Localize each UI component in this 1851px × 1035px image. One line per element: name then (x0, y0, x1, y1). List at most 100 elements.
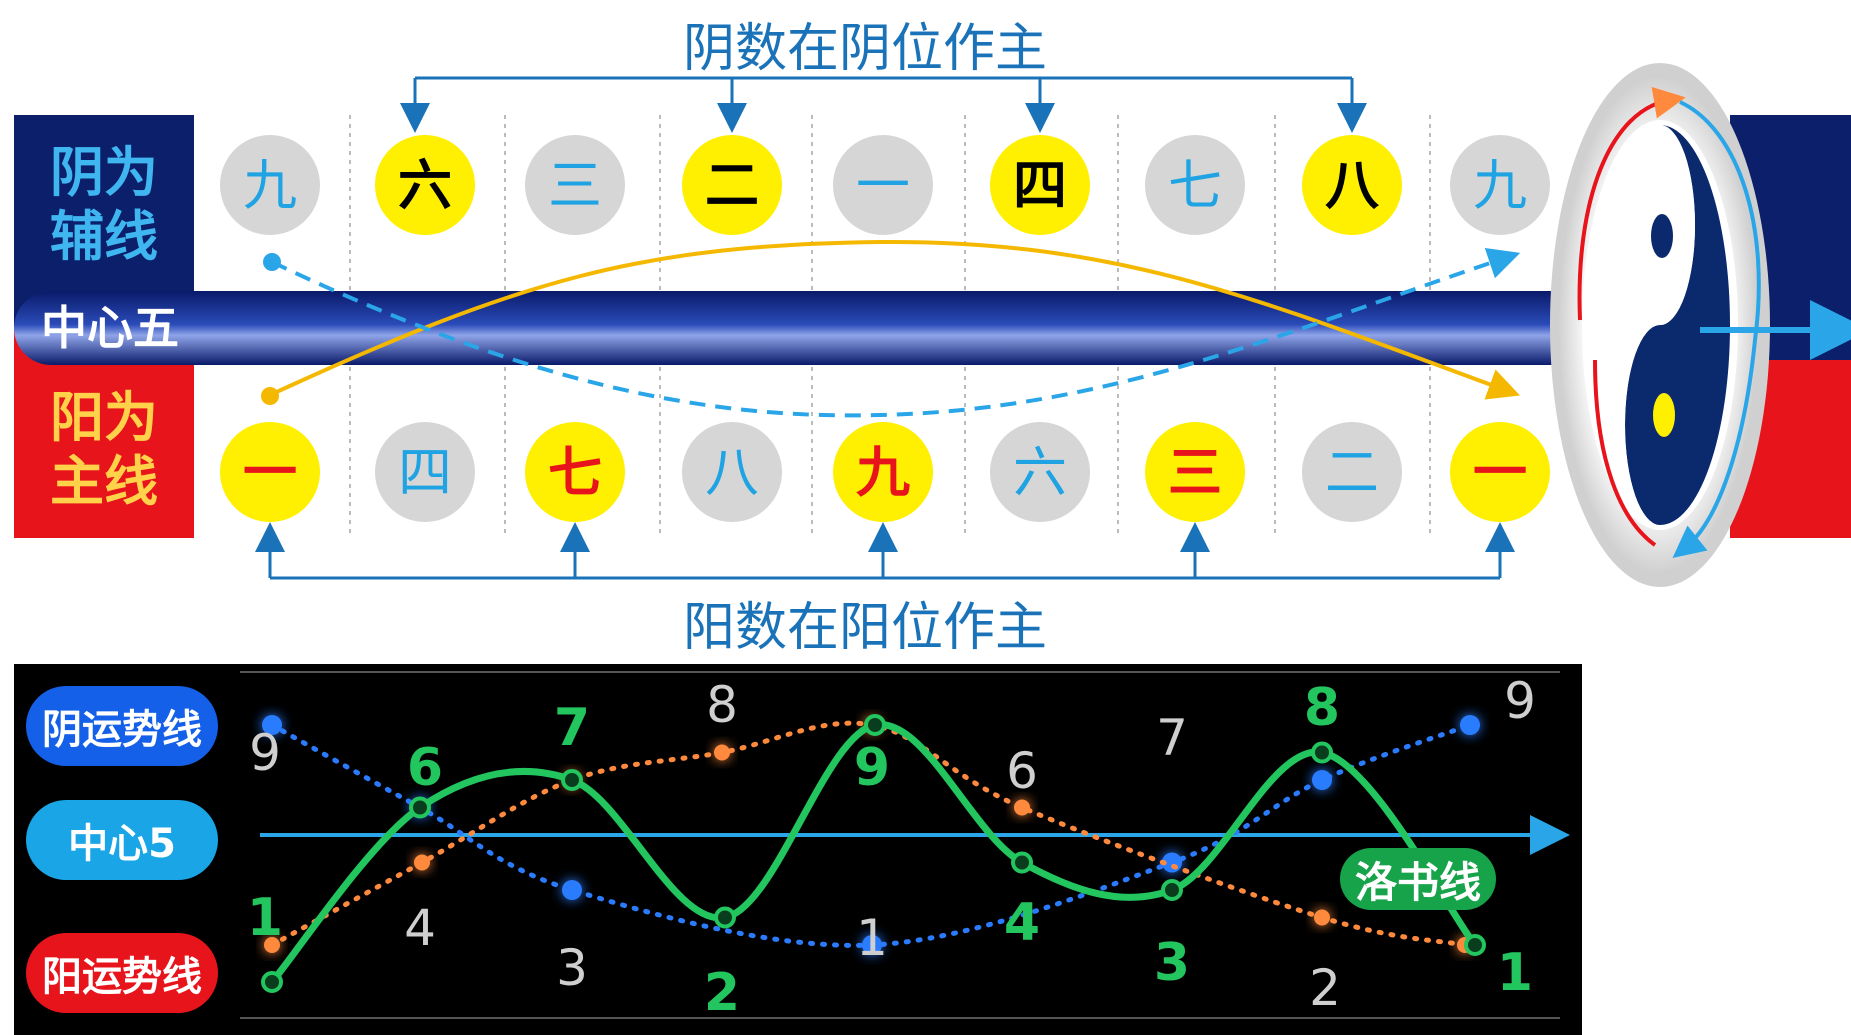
yin-eye (1651, 214, 1673, 258)
yang-trend-point (1314, 909, 1330, 926)
yin-aux-label: 阴为 辅线 (50, 141, 158, 268)
bottom-row-numeral: 三 (1168, 441, 1222, 504)
column-separators (349, 115, 1431, 538)
luoshu-point (409, 796, 431, 819)
top-row-circle (990, 135, 1090, 235)
bottom-row-cell: 三 (1145, 422, 1245, 522)
yang-main-label: 阳为 主线 (50, 386, 158, 513)
bottom-row-circle (1145, 422, 1245, 522)
yang-trend-point (414, 854, 430, 871)
top-row-cell: 九 (1450, 135, 1550, 235)
yang-trend-line (269, 720, 1468, 948)
top-row-circle (220, 135, 320, 235)
top-row-numeral: 一 (856, 154, 910, 217)
yang-curve-start-dot (261, 387, 279, 405)
yin-trend-label: 1 (856, 909, 888, 967)
yang-trend-point (264, 937, 280, 953)
luoshu-label: 9 (854, 738, 890, 798)
yin-aux-curve (271, 247, 1521, 418)
bottom-arrow-bracket (255, 522, 1515, 580)
bottom-row-circle (1450, 422, 1550, 522)
yang-main-curve (269, 239, 1521, 400)
bottom-row-numeral: 一 (243, 441, 297, 504)
top-row-circle (525, 135, 625, 235)
bottom-row-numeral: 八 (705, 441, 759, 504)
luoshu-point (1311, 741, 1333, 764)
top-row-circle (1302, 135, 1402, 235)
luoshu-point (714, 906, 736, 929)
luoshu-label: 3 (1154, 933, 1190, 993)
luoshu-label: 2 (704, 963, 740, 1023)
luoshu-point (261, 971, 283, 993)
yin-trend-point (1460, 715, 1480, 735)
luoshu-label: 7 (554, 698, 590, 758)
top-arrow-bracket (400, 76, 1367, 133)
yang-eye (1653, 393, 1675, 437)
top-row-numeral: 九 (1473, 154, 1527, 217)
luoshu-point (1011, 851, 1033, 874)
yin-trend-label: 9 (1504, 672, 1536, 730)
yin-trend-point (262, 715, 282, 735)
bottom-row-cell: 八 (682, 422, 782, 522)
top-row-numeral: 三 (548, 154, 602, 217)
top-row-cell: 一 (833, 135, 933, 235)
top-row-numeral: 七 (1168, 154, 1222, 217)
bottom-row-cell: 九 (833, 422, 933, 522)
center-tube (14, 291, 1662, 365)
yang-trend-point (1014, 799, 1030, 816)
luoshu-label: 4 (1004, 893, 1040, 953)
yang-trend-label: 2 (1309, 959, 1341, 1017)
bottom-row-cell: 六 (990, 422, 1090, 522)
top-row: 九六三二一四七八九 (220, 135, 1550, 235)
yang-trend-label: 4 (404, 899, 436, 957)
bottom-row-cell: 七 (525, 422, 625, 522)
chart-panel (14, 664, 1582, 1035)
top-row-numeral: 二 (705, 154, 759, 217)
luoshu-label: 1 (247, 888, 283, 948)
yin-trend-point (562, 880, 582, 900)
bottom-row: 一四七八九六三二一 (220, 422, 1550, 522)
luoshu-line-tag: 洛书线 (1340, 848, 1496, 910)
top-row-cell: 二 (682, 135, 782, 235)
bottom-row-circle (682, 422, 782, 522)
top-row-circle (1145, 135, 1245, 235)
top-row-numeral: 六 (398, 154, 452, 217)
yin-trend-label: 7 (1156, 709, 1188, 767)
legend-yin-pill: 阴运势线 (26, 686, 218, 766)
luoshu-point (561, 769, 583, 791)
bottom-row-cell: 一 (220, 422, 320, 522)
yang-trend-point (714, 744, 730, 761)
top-caption: 阴数在阴位作主 (682, 19, 1047, 79)
luoshu-point (864, 714, 886, 736)
bottom-row-numeral: 四 (398, 441, 452, 504)
yang-trend-label: 6 (1006, 742, 1038, 800)
top-row-cell: 六 (375, 135, 475, 235)
bottom-row-circle (375, 422, 475, 522)
top-row-cell: 九 (220, 135, 320, 235)
taiji-ring (1550, 63, 1851, 587)
legend-center-pill: 中心5 (26, 800, 218, 880)
bottom-row-numeral: 一 (1473, 441, 1527, 504)
top-row-cell: 四 (990, 135, 1090, 235)
luoshu-label: 8 (1304, 678, 1340, 738)
top-row-circle (375, 135, 475, 235)
top-row-cell: 七 (1145, 135, 1245, 235)
bottom-row-cell: 四 (375, 422, 475, 522)
top-row-numeral: 八 (1325, 154, 1380, 217)
yang-trend-label: 8 (706, 676, 738, 734)
bottom-row-circle (525, 422, 625, 522)
legend-yang-pill: 阳运势线 (26, 933, 218, 1013)
center-five-label: 中心五 (41, 301, 179, 355)
bottom-row-circle (220, 422, 320, 522)
bottom-row-numeral: 七 (548, 441, 602, 504)
yin-trend-label: 3 (556, 939, 588, 997)
bottom-row-numeral: 六 (1013, 441, 1067, 504)
bottom-row-circle (833, 422, 933, 522)
yin-curve-start-dot (263, 253, 281, 271)
top-row-circle (682, 135, 782, 235)
bottom-row-circle (1302, 422, 1402, 522)
top-row-numeral: 九 (243, 154, 297, 217)
luoshu-point (1161, 879, 1183, 901)
top-row-cell: 三 (525, 135, 625, 235)
